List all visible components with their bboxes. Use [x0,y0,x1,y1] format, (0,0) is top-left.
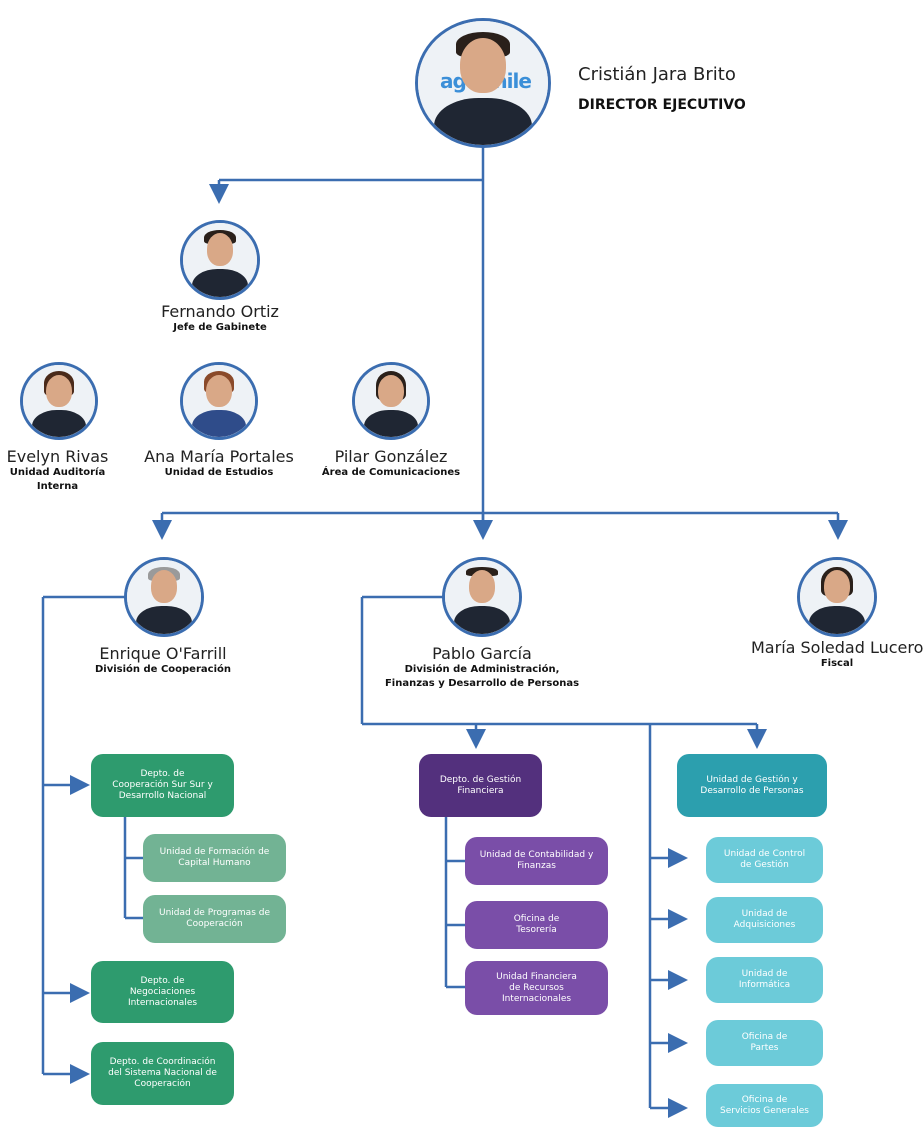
box-coordinacion-sistema-nacional: Depto. de Coordinación del Sistema Nacio… [91,1042,234,1105]
staff-title-3: Área de Comunicaciones [321,467,461,478]
box-oficina-partes: Oficina de Partes [706,1020,823,1066]
division-name-cooperacion: Enrique O'Farrill [99,644,227,663]
gabinete-photo [180,220,260,300]
staff-photo-1 [20,362,98,440]
gabinete-title: Jefe de Gabinete [173,322,267,333]
division-photo-cooperacion [124,557,204,637]
staff-title-2: Unidad de Estudios [164,467,274,478]
box-contabilidad-finanzas: Unidad de Contabilidad y Finanzas [465,837,608,885]
staff-photo-2 [180,362,258,440]
staff-name-3: Pilar González [334,447,448,466]
division-photo-fiscal [797,557,877,637]
division-photo-administracion [442,557,522,637]
box-depto-sur-sur: Depto. de Cooperación Sur Sur y Desarrol… [91,754,234,817]
box-adquisiciones: Unidad de Adquisiciones [706,897,823,943]
box-depto-gestion-financiera: Depto. de Gestión Financiera [419,754,542,817]
division-name-administracion: Pablo García [432,644,532,663]
staff-title-1: Unidad Auditoría Interna [9,467,106,492]
box-oficina-tesoreria: Oficina de Tesorería [465,901,608,949]
division-title-cooperacion: División de Cooperación [95,664,231,675]
staff-name-1: Evelyn Rivas [6,447,109,466]
staff-photo-3 [352,362,430,440]
gabinete-name: Fernando Ortiz [161,302,279,321]
staff-name-2: Ana María Portales [144,447,294,466]
box-control-gestion: Unidad de Control de Gestión [706,837,823,883]
division-name-fiscal: María Soledad Lucero [751,638,923,657]
box-gestion-desarrollo-personas: Unidad de Gestión y Desarrollo de Person… [677,754,827,817]
box-servicios-generales: Oficina de Servicios Generales [706,1084,823,1127]
box-recursos-internacionales: Unidad Financiera de Recursos Internacio… [465,961,608,1015]
division-title-fiscal: Fiscal [820,658,854,669]
box-formacion-capital-humano: Unidad de Formación de Capital Humano [143,834,286,882]
box-informatica: Unidad de Informática [706,957,823,1003]
director-title: DIRECTOR EJECUTIVO [578,97,746,113]
box-negociaciones-internacionales: Depto. de Negociaciones Internacionales [91,961,234,1023]
director-name: Cristián Jara Brito [578,64,736,85]
division-title-administracion: División de Administración, Finanzas y D… [384,664,580,689]
box-programas-cooperacion: Unidad de Programas de Cooperación [143,895,286,943]
director-photo: agcichile [415,18,551,148]
